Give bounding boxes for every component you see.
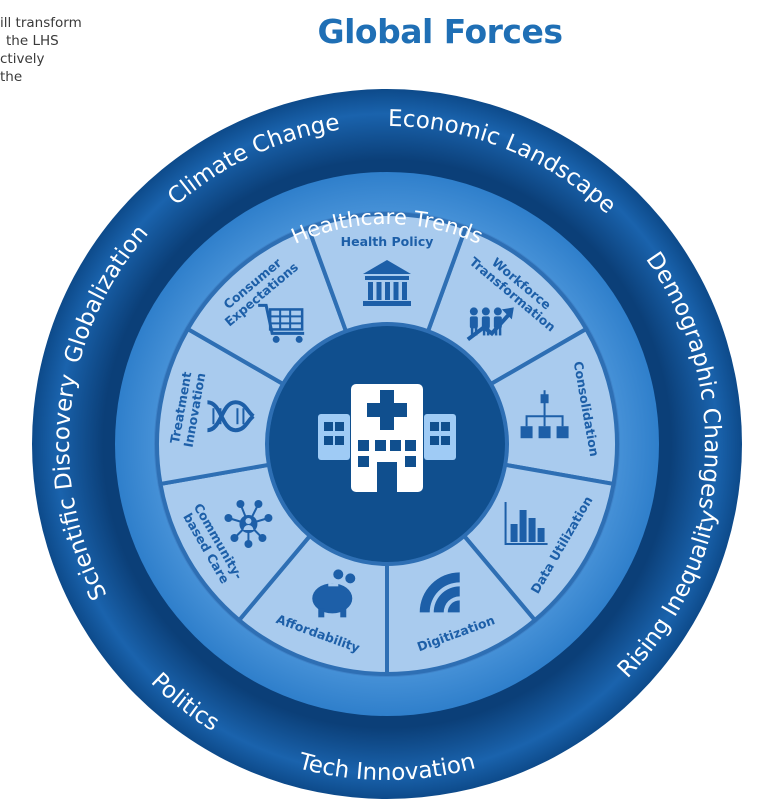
government-building-icon (363, 260, 411, 306)
segment-wedge (461, 462, 616, 624)
intro-line: the LHS (6, 33, 59, 49)
page-title: Global Forces (317, 12, 564, 51)
trend-segments: WorkforceTransformationConsolidationData… (155, 212, 619, 677)
segment-wedge (236, 533, 389, 677)
workforce-icon (466, 307, 514, 342)
trend-segment: Health Policy (305, 212, 469, 334)
consolidation-icon (520, 390, 569, 439)
trend-segment: Consolidation (488, 326, 619, 487)
intro-line: ill transform (0, 15, 82, 31)
wifi-signal-icon (419, 572, 460, 613)
segment-wedge (425, 225, 589, 387)
trend-segment: Data Utilization (461, 462, 616, 624)
bar-chart-icon (504, 502, 548, 545)
intro-line: the (0, 69, 23, 85)
trend-segment: Affordability (236, 533, 389, 677)
segment-wedge (488, 326, 619, 487)
segment-wedge (385, 533, 538, 677)
segment-wedge (158, 462, 313, 624)
network-person-icon (224, 500, 273, 548)
trend-label-line: Health Policy (341, 234, 434, 249)
intro-line: ctively (0, 51, 45, 67)
intro-text-fragment: ill transform the LHS ctively the (0, 14, 180, 86)
trend-label: Health Policy (341, 234, 434, 249)
hospital-icon (318, 384, 456, 492)
piggy-bank-icon (312, 569, 356, 618)
dna-icon (206, 400, 255, 433)
trend-segment: WorkforceTransformation (425, 225, 589, 387)
shopping-cart-icon (258, 303, 305, 343)
trend-segment: Digitization (385, 533, 538, 677)
trend-segment: ConsumerExpectations (185, 225, 349, 387)
